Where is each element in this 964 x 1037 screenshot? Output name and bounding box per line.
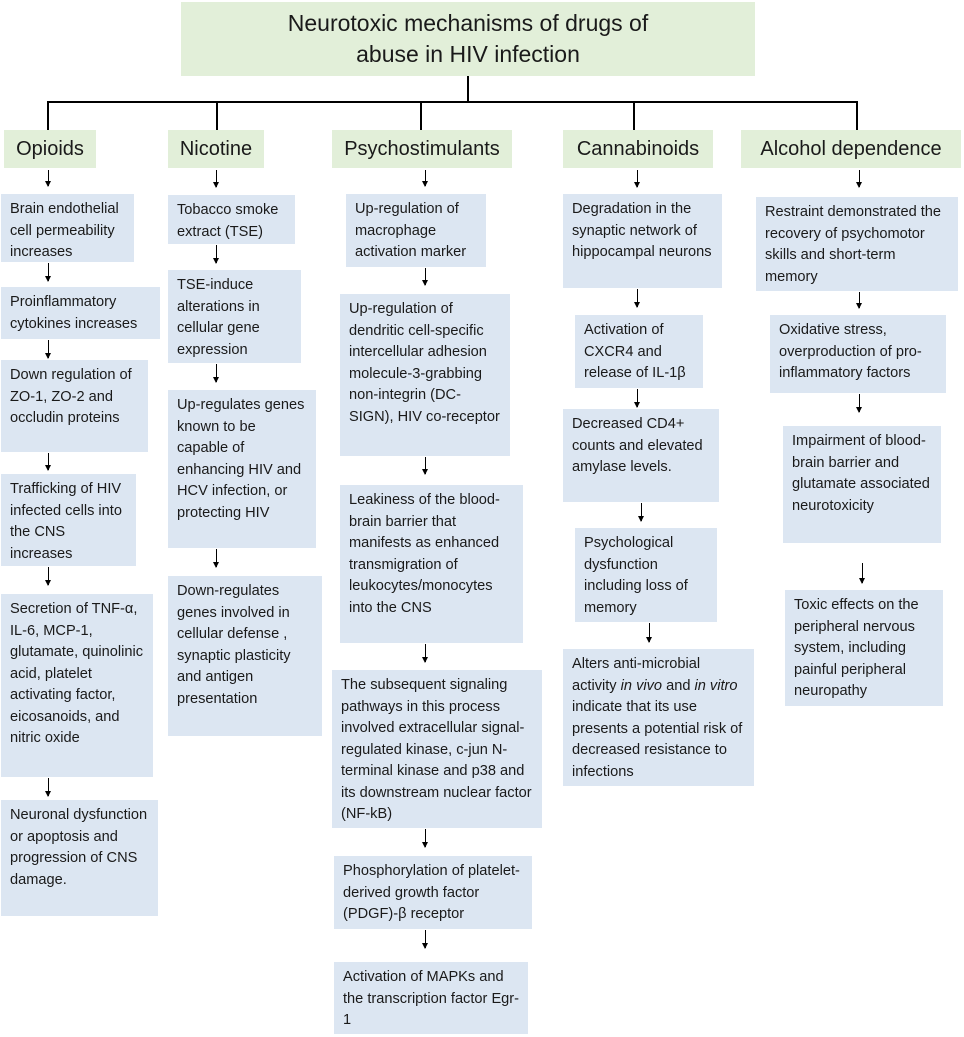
arrow-opioids-5 [45, 778, 51, 797]
opioids-box-4: Trafficking of HIV infected cells into t… [1, 474, 136, 566]
alcohol-box-2: Oxidative stress, overproduction of pro-… [770, 315, 946, 393]
connector-title-stem [467, 76, 469, 102]
psychostimulants-box-2: Up-regulation of dendritic cell-specific… [340, 294, 510, 456]
arrow-nicotine-3 [213, 549, 219, 568]
header-opioids: Opioids [4, 130, 96, 168]
opioids-box-5: Secretion of TNF-α, IL-6, MCP-1, glutama… [1, 594, 153, 777]
psychostimulants-box-3: Leakiness of the blood-brain barrier tha… [340, 485, 523, 643]
connector-nicotine [216, 101, 218, 130]
arrow-opioids-2 [45, 340, 51, 359]
header-alcohol-dependence: Alcohol dependence [741, 130, 961, 168]
arrow-psychostimulants-0 [422, 170, 428, 187]
arrow-cannabinoids-3 [638, 503, 644, 522]
nicotine-box-1: Tobacco smoke extract (TSE) [168, 195, 295, 244]
psychostimulants-box-6: Activation of MAPKs and the transcriptio… [334, 962, 528, 1034]
opioids-box-1: Brain endothelial cell permeability incr… [1, 194, 134, 262]
connector-psychostimulants [420, 101, 422, 130]
arrow-cannabinoids-0 [634, 170, 640, 188]
opioids-box-2: Proinflammatory cytokines increases [1, 287, 160, 339]
diagram-title-text: Neurotoxic mechanisms of drugs of abuse … [287, 10, 649, 67]
header-psychostimulants: Psychostimulants [332, 130, 512, 168]
alcohol-box-4: Toxic effects on the peripheral nervous … [785, 590, 943, 706]
arrow-opioids-0 [45, 170, 51, 187]
arrow-alcohol-3 [859, 563, 865, 584]
cannabinoids-box-5: Alters anti-microbial activity in vivo a… [563, 649, 754, 786]
connector-alcohol [856, 101, 858, 130]
arrow-psychostimulants-3 [422, 644, 428, 663]
arrow-opioids-1 [45, 263, 51, 282]
arrow-nicotine-2 [213, 364, 219, 383]
nicotine-box-3: Up-regulates genes known to be capable o… [168, 390, 316, 548]
arrow-cannabinoids-2 [634, 389, 640, 408]
nicotine-box-4: Down-regulates genes involved in cellula… [168, 576, 322, 736]
arrow-opioids-4 [45, 567, 51, 586]
arrow-alcohol-2 [856, 394, 862, 413]
arrow-nicotine-0 [213, 170, 219, 188]
connector-horizontal-bar [47, 101, 858, 103]
psychostimulants-box-1: Up-regulation of macrophage activation m… [346, 194, 486, 267]
opioids-box-6: Neuronal dysfunction or apoptosis and pr… [1, 800, 158, 916]
alcohol-box-3: Impairment of blood-brain barrier and gl… [783, 426, 941, 543]
cannabinoids-box-4: Psychological dysfunction including loss… [575, 528, 717, 622]
header-nicotine: Nicotine [168, 130, 264, 168]
connector-opioids [47, 101, 49, 130]
arrow-cannabinoids-1 [634, 289, 640, 308]
cannabinoids-box-1: Degradation in the synaptic network of h… [563, 194, 722, 288]
header-cannabinoids: Cannabinoids [563, 130, 713, 168]
arrow-alcohol-0 [856, 170, 862, 188]
arrow-alcohol-1 [856, 292, 862, 309]
arrow-psychostimulants-2 [422, 457, 428, 475]
arrow-psychostimulants-1 [422, 268, 428, 286]
psychostimulants-box-4: The subsequent signaling pathways in thi… [332, 670, 542, 828]
connector-cannabinoids [633, 101, 635, 130]
diagram-title: Neurotoxic mechanisms of drugs of abuse … [181, 2, 755, 76]
arrow-opioids-3 [45, 453, 51, 471]
cannabinoids-box-2: Activation of CXCR4 and release of IL-1β [575, 315, 703, 388]
nicotine-box-2: TSE-induce alterations in cellular gene … [168, 270, 301, 363]
arrow-cannabinoids-4 [646, 623, 652, 643]
opioids-box-3: Down regulation of ZO-1, ZO-2 and occlud… [1, 360, 148, 452]
cannabinoids-box-3: Decreased CD4+ counts and elevated amyla… [563, 409, 719, 502]
arrow-nicotine-1 [213, 245, 219, 264]
arrow-psychostimulants-4 [422, 829, 428, 848]
alcohol-box-1: Restraint demonstrated the recovery of p… [756, 197, 958, 291]
arrow-psychostimulants-5 [422, 930, 428, 949]
psychostimulants-box-5: Phosphorylation of platelet-derived grow… [334, 856, 532, 929]
